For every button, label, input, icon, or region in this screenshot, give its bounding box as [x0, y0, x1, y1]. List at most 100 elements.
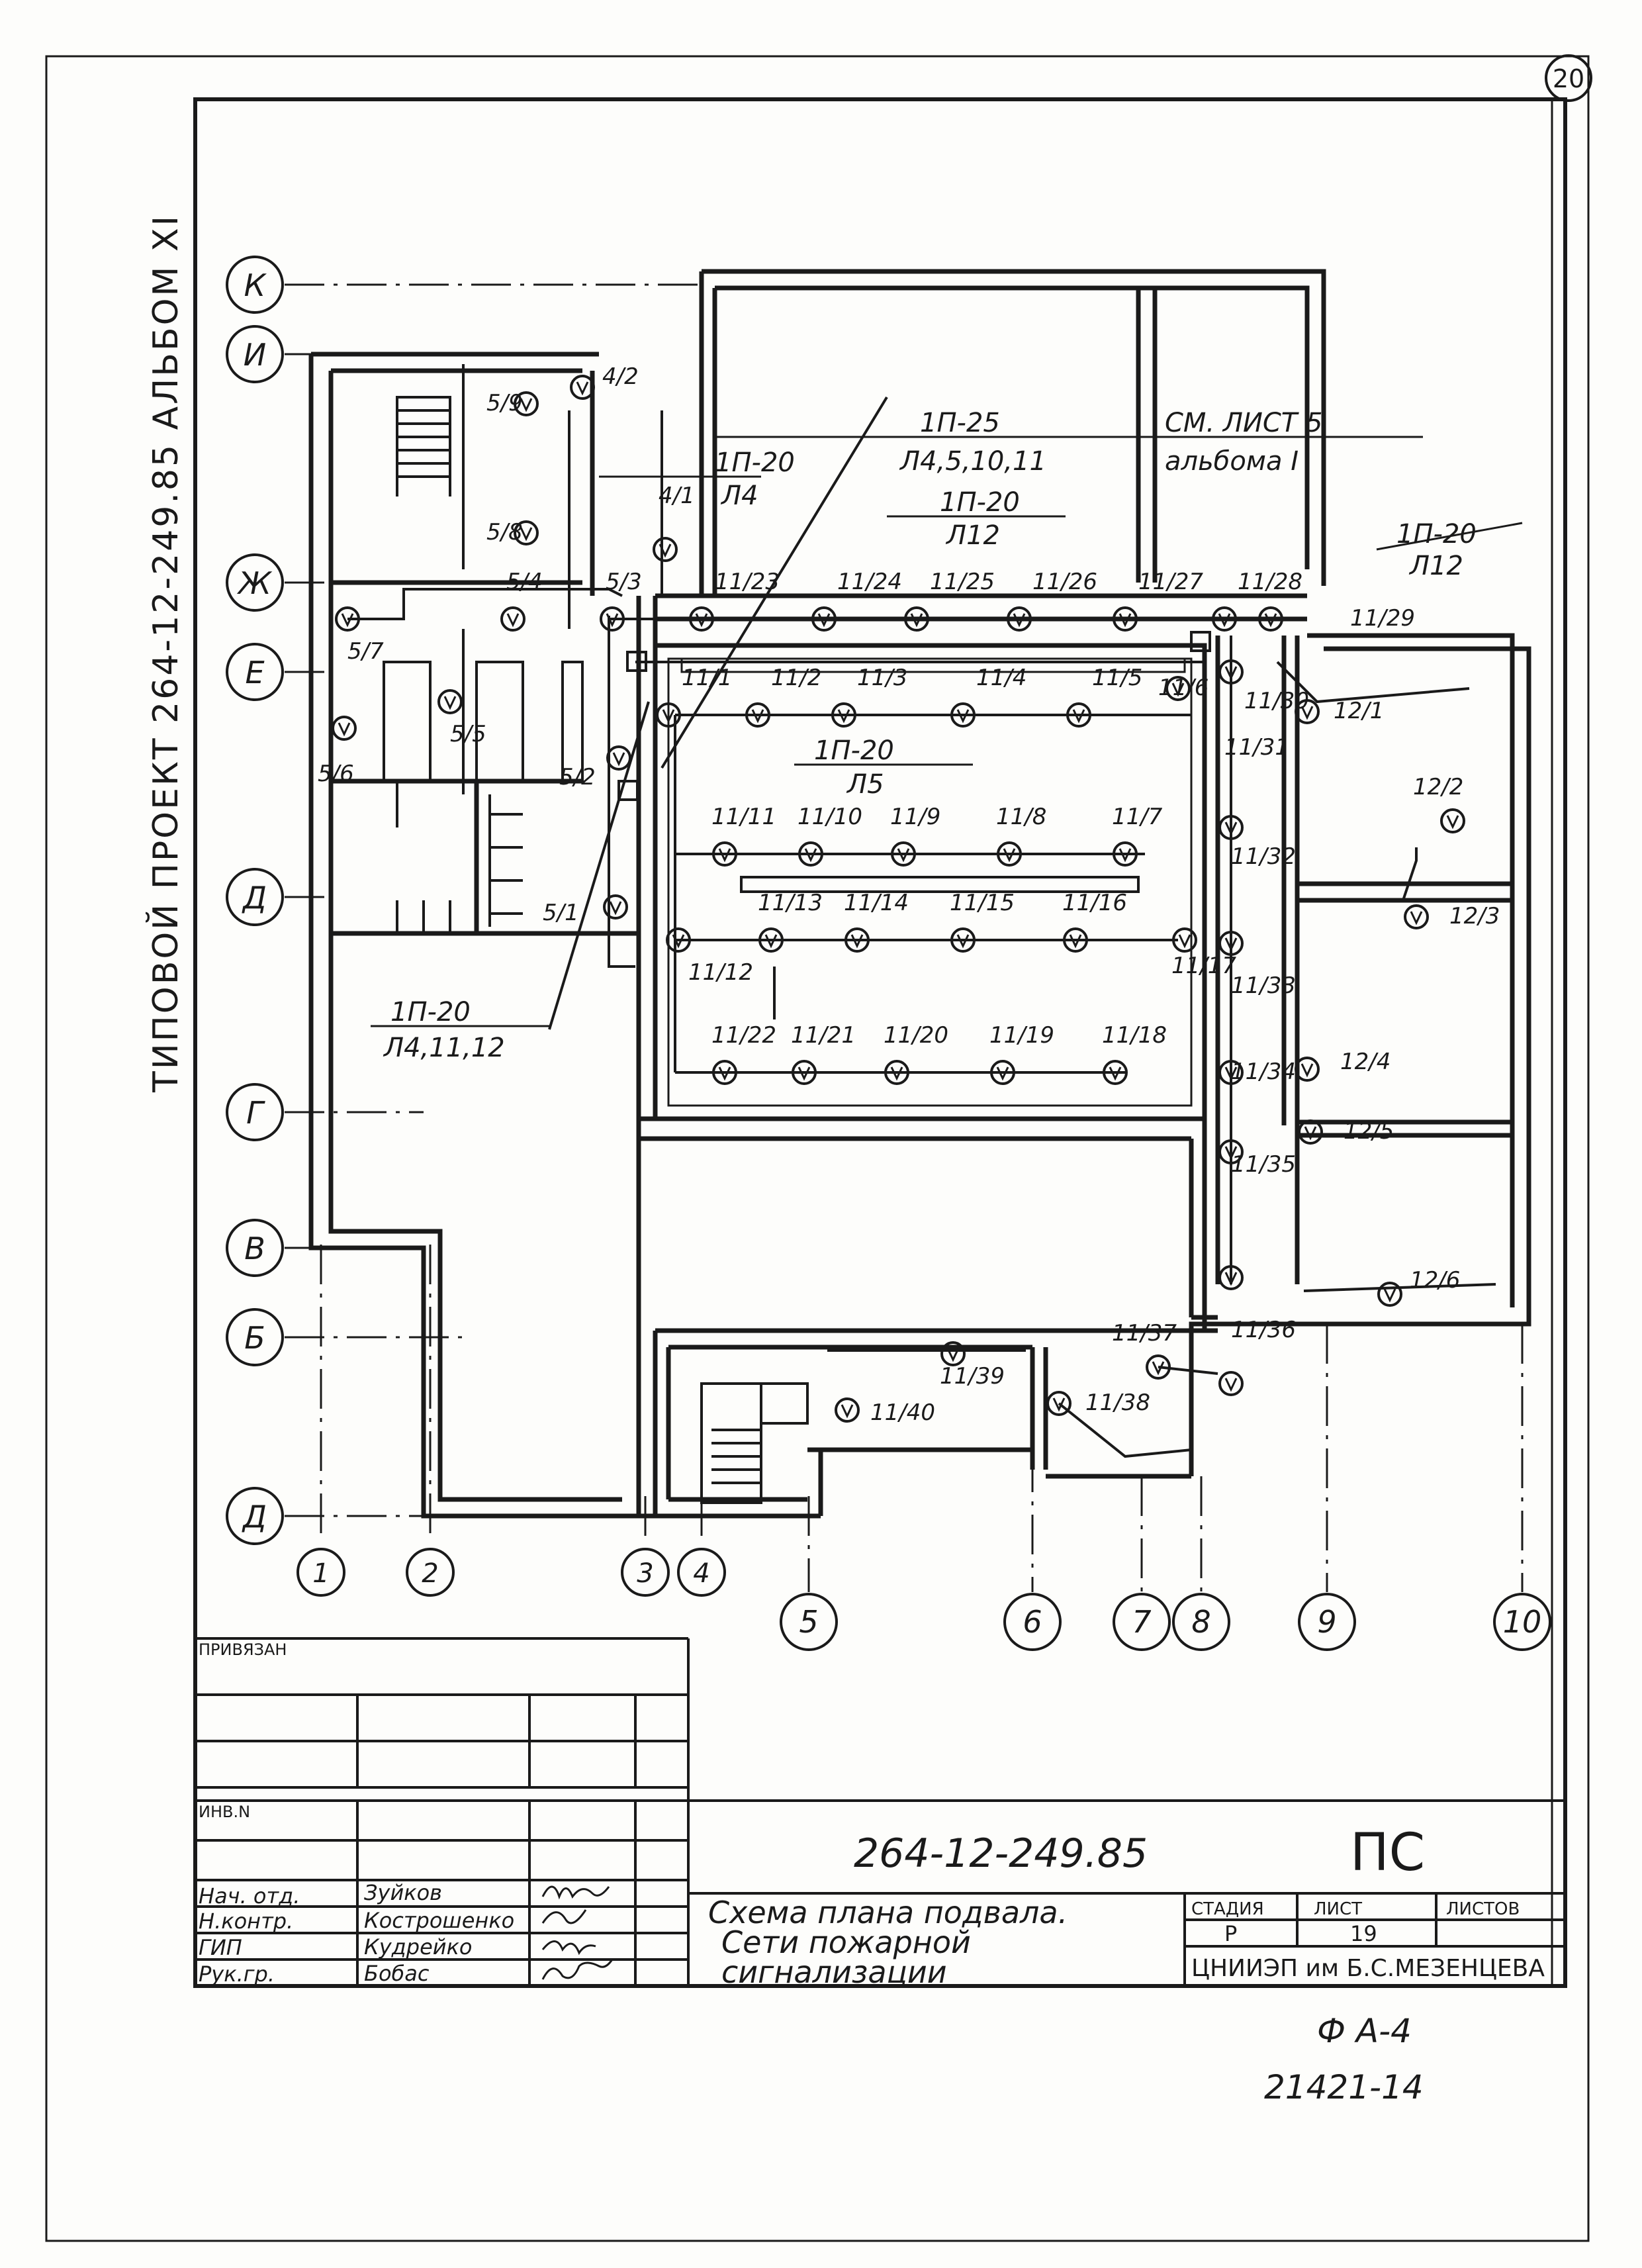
detector-symbol: [500, 606, 525, 632]
axis-col-1: 1: [312, 1558, 329, 1589]
smoke-detector: 11/13: [758, 890, 823, 953]
sanitary-fixtures: [383, 661, 584, 933]
detector-label: 11/30: [1244, 688, 1309, 714]
smoke-detector: 11/36: [1218, 1317, 1296, 1396]
signature-rows: Нач. отд. Зуйков Н.контр. Кострошенко ГИ…: [199, 1880, 514, 1987]
detector-v-mark: [1224, 1066, 1238, 1081]
detector-symbol: [1113, 606, 1138, 632]
axis-k: К: [244, 267, 267, 303]
detector-label: 11/33: [1231, 972, 1296, 999]
detector-v-mark: [1013, 613, 1026, 628]
smoke-detector: 11/33: [1218, 972, 1296, 1085]
detector-symbol: [990, 1060, 1015, 1085]
cable-label-4-top: 1П-20: [1396, 519, 1477, 549]
smoke-detector: 11/16: [1062, 890, 1127, 953]
detector-label: 11/29: [1350, 605, 1415, 632]
detector-label: 12/3: [1449, 903, 1500, 929]
detector-symbol: [745, 702, 770, 728]
cable-label-5-bottom: Л5: [846, 769, 884, 800]
detector-symbol: [332, 716, 357, 741]
detector-label: 11/31: [1224, 734, 1289, 761]
sig-role-4: Рук.гр.: [199, 1961, 275, 1987]
smoke-detector: 5/6: [318, 716, 357, 787]
detector-label: 11/10: [798, 804, 862, 830]
smoke-detector: 11/21: [791, 1022, 856, 1085]
junction-boxes: [617, 631, 1211, 801]
axis-a: Д: [242, 1499, 267, 1535]
detector-symbol: [1165, 676, 1191, 701]
smoke-detector: 11/12: [666, 927, 753, 986]
smoke-detector: 11/18: [1102, 1022, 1167, 1085]
detector-label: 11/36: [1231, 1317, 1296, 1343]
sig-name-2: Кострошенко: [364, 1908, 514, 1933]
detector-label: 11/26: [1032, 569, 1097, 595]
detector-symbol: [514, 520, 539, 545]
detector-symbol: [1066, 702, 1091, 728]
detector-label: 11/15: [950, 890, 1015, 916]
detector-v-mark: [946, 1348, 960, 1362]
hall-upper-bar: [680, 657, 1186, 673]
detector-label: 11/5: [1092, 665, 1142, 691]
detector-symbol: [844, 927, 870, 953]
detector-label: 5/1: [543, 900, 579, 926]
cable-labels: 1П-20 Л4 1П-25 Л4,5,10,11 1П-20 Л12 1П-2…: [383, 408, 1477, 1063]
detector-label: 5/8: [486, 519, 523, 545]
detector-label: 11/11: [711, 804, 776, 830]
smoke-detector: 11/7: [1112, 804, 1163, 867]
detector-v-mark: [1224, 1146, 1238, 1160]
detector-symbol: [891, 841, 916, 867]
smoke-detector: 12/3: [1404, 903, 1500, 929]
detector-symbol: [712, 841, 737, 867]
detector-v-mark: [520, 527, 533, 542]
sig-name-3: Кудрейко: [364, 1934, 472, 1960]
detector-symbol: [1295, 699, 1320, 724]
detector-symbol: [904, 606, 929, 632]
smoke-detector: 11/24: [811, 569, 902, 632]
sig-name-1: Зуйков: [364, 1880, 442, 1905]
detector-v-mark: [520, 398, 533, 412]
stairs-bottom: [700, 1382, 809, 1504]
detector-v-mark: [817, 613, 831, 628]
detector-label: 11/9: [890, 804, 940, 830]
smoke-detector: 11/20: [884, 1022, 948, 1085]
detector-v-mark: [1152, 1361, 1165, 1376]
stairs-top-left: [396, 364, 465, 569]
detector-label: 11/7: [1112, 804, 1163, 830]
detector-label: 12/4: [1340, 1049, 1391, 1075]
smoke-detector: 11/4: [950, 665, 1026, 728]
detector-v-mark: [1383, 1288, 1396, 1303]
smoke-detector: 5/5: [437, 689, 486, 747]
sig-role-1: Нач. отд.: [199, 1883, 300, 1909]
detector-symbol: [950, 702, 976, 728]
detector-v-mark: [850, 934, 864, 949]
detector-symbol: [950, 927, 976, 953]
detector-label: 12/5: [1344, 1118, 1394, 1145]
smoke-detector: 11/5: [1066, 665, 1142, 728]
detector-symbol: [1212, 606, 1237, 632]
detector-v-mark: [1224, 937, 1238, 952]
detector-symbol: [997, 841, 1022, 867]
detector-symbol: [1258, 606, 1283, 632]
detector-label: 11/14: [844, 890, 909, 916]
axis-col-8: 8: [1191, 1604, 1210, 1640]
smoke-detector: 11/30: [1218, 659, 1309, 714]
detector-v-mark: [1118, 848, 1132, 863]
cable-label-6-bottom: Л4,11,12: [383, 1033, 505, 1063]
detector-label: 11/19: [989, 1022, 1054, 1049]
detector-symbol: [792, 1060, 817, 1085]
detector-label: 5/4: [506, 569, 543, 595]
doc-number: 264-12-249.85: [854, 1830, 1148, 1877]
smoke-detector: 5/9: [486, 390, 539, 416]
axis-col-3: 3: [637, 1558, 653, 1589]
sheet-number-circle: [1545, 54, 1592, 102]
detector-label: 11/28: [1238, 569, 1302, 595]
description-line1: Схема плана подвала.: [708, 1895, 1068, 1930]
detector-symbol: [1172, 927, 1197, 953]
label-leader-l12-right: [1376, 522, 1523, 551]
smoke-detector: 11/3: [831, 665, 907, 728]
smoke-detector: 11/31: [1218, 734, 1289, 840]
axis-col-10: 10: [1503, 1604, 1542, 1640]
detector-label: 11/8: [996, 804, 1046, 830]
detector-v-mark: [672, 934, 685, 949]
smoke-detector: 11/32: [1218, 843, 1296, 956]
